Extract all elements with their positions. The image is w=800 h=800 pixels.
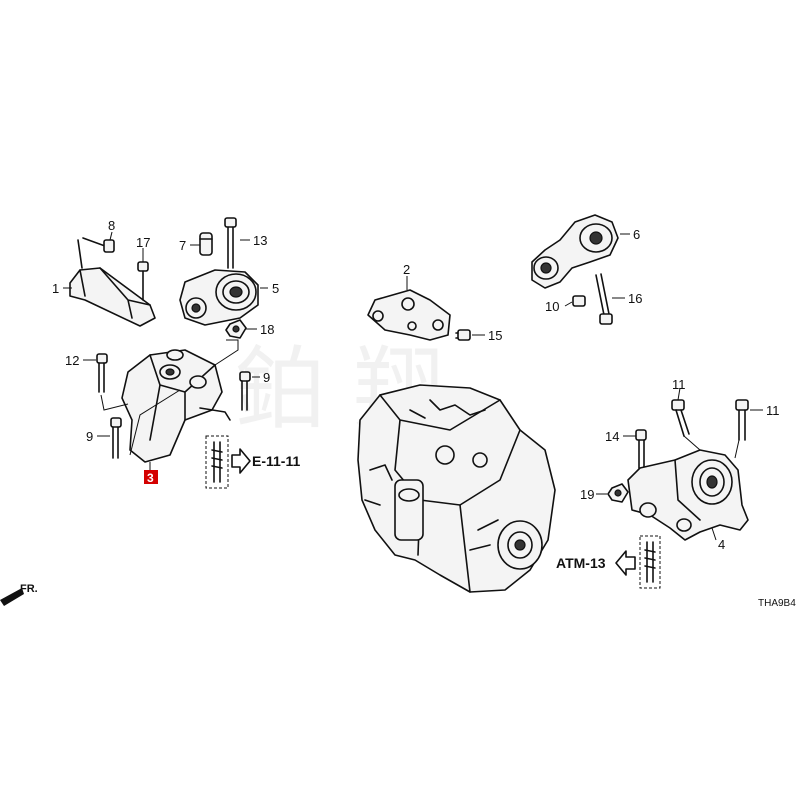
part-9-bolt-left[interactable] [110, 417, 122, 459]
front-indicator-label: FR. [20, 583, 38, 595]
part-4-mount[interactable] [627, 449, 749, 541]
front-indicator: FR. [0, 583, 38, 606]
part-7-collar[interactable] [199, 232, 213, 256]
callout-2: 2 [403, 262, 410, 277]
diagram-code: THA9B4 [758, 598, 796, 609]
trans-ref-arrow[interactable]: ATM-13 [556, 550, 636, 576]
callout-17: 17 [136, 235, 150, 250]
part-16-bolt[interactable] [595, 273, 613, 325]
part-3-bracket[interactable] [121, 349, 231, 463]
callout-9-right: 9 [263, 370, 270, 385]
callout-10: 10 [545, 299, 559, 314]
callout-11-left: 11 [672, 377, 686, 392]
part-18-nut[interactable] [225, 319, 247, 339]
part-8-bolt[interactable] [82, 237, 115, 253]
part-12-bolt[interactable] [96, 353, 129, 411]
part-15-bolt[interactable] [455, 329, 471, 341]
callout-8: 8 [108, 218, 115, 233]
part-13-bolt[interactable] [224, 217, 237, 269]
callout-16: 16 [628, 291, 642, 306]
callout-7: 7 [179, 238, 186, 253]
part-11-bolt-left[interactable] [671, 399, 690, 437]
callout-15: 15 [488, 328, 502, 343]
part-9-bolt-right[interactable] [239, 371, 251, 411]
part-10-bolt[interactable] [572, 295, 586, 307]
callout-19: 19 [580, 487, 594, 502]
callout-18: 18 [260, 322, 274, 337]
callout-numbers: 1 8 17 7 13 5 18 12 9 9 2 15 6 10 16 11 … [52, 218, 780, 552]
callout-6: 6 [633, 227, 640, 242]
part-11-bolt-right[interactable] [735, 399, 749, 441]
leader-lines [63, 231, 763, 541]
part-5-mount[interactable] [179, 269, 259, 326]
callout-4: 4 [718, 537, 725, 552]
trans-ref-label[interactable]: ATM-13 [556, 555, 606, 571]
part-14-bolt[interactable] [635, 429, 647, 469]
part-6-mount[interactable] [531, 214, 619, 289]
callout-11-right: 11 [766, 403, 780, 418]
callout-12: 12 [65, 353, 79, 368]
engine-assembly[interactable] [357, 384, 556, 593]
stud-reference [205, 435, 229, 489]
part-2-bracket[interactable] [367, 289, 451, 341]
part-17-bolt[interactable] [137, 261, 149, 301]
engine-ref-label[interactable]: E-11-11 [252, 453, 300, 469]
callout-5: 5 [272, 281, 279, 296]
part-19-nut[interactable] [607, 483, 629, 503]
highlight-part-3-label: 3 [147, 471, 154, 485]
callout-9-left: 9 [86, 429, 93, 444]
callout-13: 13 [253, 233, 267, 248]
callout-1: 1 [52, 281, 59, 296]
highlight-part-3[interactable]: 3 [144, 470, 158, 485]
part-1-bracket[interactable] [69, 239, 156, 327]
trans-stud-reference [639, 535, 661, 589]
callout-14: 14 [605, 429, 619, 444]
engine-ref-arrow[interactable]: E-11-11 [231, 448, 300, 474]
